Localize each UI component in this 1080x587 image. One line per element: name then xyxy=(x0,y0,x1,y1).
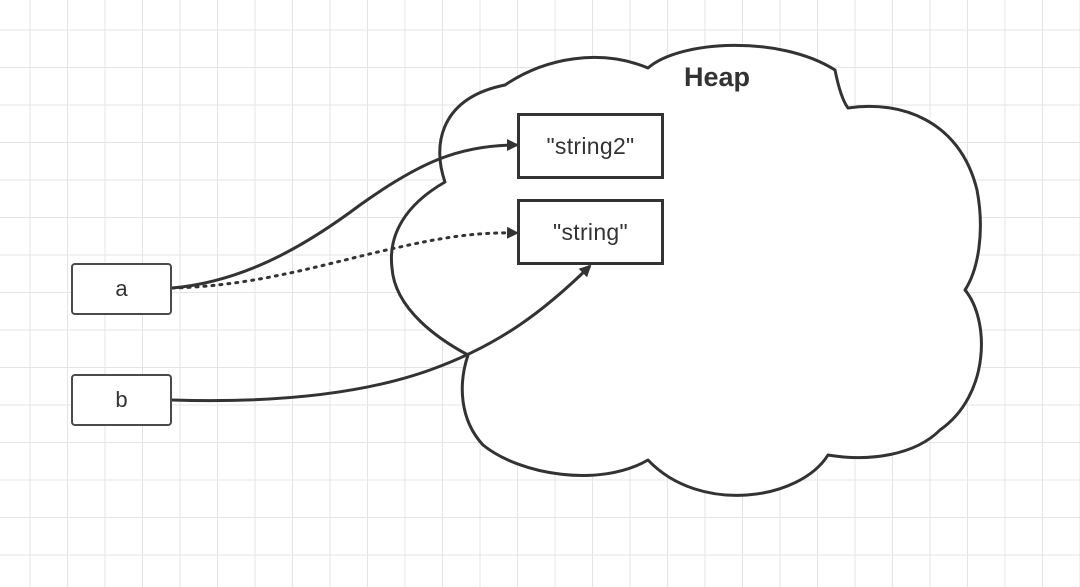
variable-a[interactable]: a xyxy=(71,263,172,315)
reference-arrow-a-string xyxy=(170,226,519,290)
heap-label: Heap xyxy=(684,62,751,92)
heap-cloud xyxy=(389,43,983,497)
heap-value-string2[interactable]: "string2" xyxy=(517,113,664,179)
variable-b[interactable]: b xyxy=(71,374,172,426)
reference-arrow-a-string2 xyxy=(171,139,519,290)
reference-arrow-b-string xyxy=(171,264,592,403)
heap-value-string[interactable]: "string" xyxy=(517,199,664,265)
